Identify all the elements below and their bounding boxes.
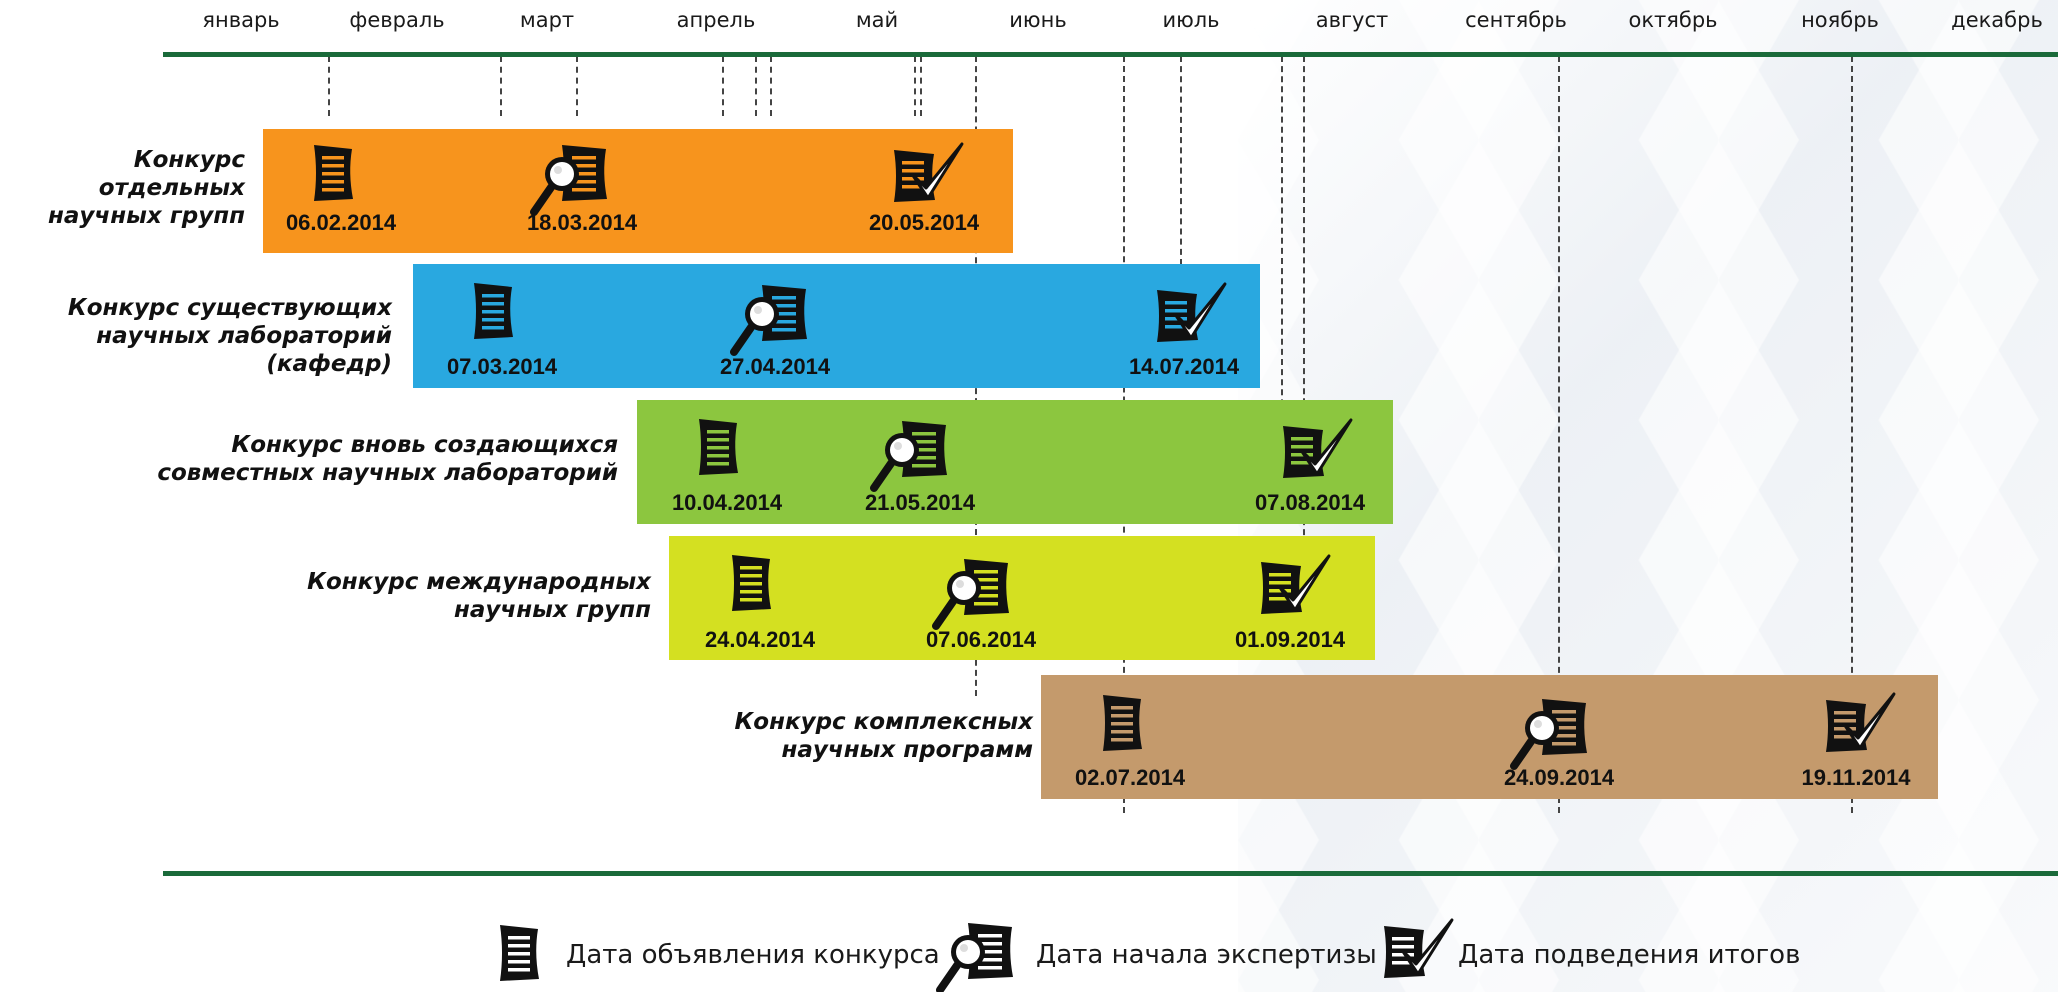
magnifier-document-icon: [730, 282, 814, 362]
competition-bar: [263, 129, 1013, 253]
competition-title: Конкурс существующих научных лабораторий…: [0, 294, 392, 378]
competition-bar: [637, 400, 1393, 524]
competition-title-line: научных групп: [454, 597, 651, 623]
guide-10-04: [722, 56, 724, 116]
competition-title-line: совместных научных лабораторий: [157, 460, 618, 486]
guide-27-04: [770, 56, 772, 116]
expertise-date: 07.06.2014: [925, 627, 1037, 652]
announce-date: 07.03.2014: [446, 354, 558, 379]
guide-18-03: [576, 56, 578, 116]
competition-title-line: Конкурс международных: [307, 569, 651, 595]
results-date: 14.07.2014: [1128, 354, 1240, 379]
timeline-top-line: [163, 52, 2058, 57]
competition-title-line: Конкурс комплексных: [734, 709, 1033, 735]
document-icon: [726, 552, 778, 618]
guide-06-02: [328, 56, 330, 116]
competition-bar: [413, 264, 1260, 388]
magnifier-document-icon: [932, 556, 1016, 636]
document-icon: [693, 416, 745, 482]
competition-title-line: научных групп: [48, 203, 245, 229]
checkmark-document-icon: [890, 140, 970, 210]
results-date: 07.08.2014: [1254, 490, 1366, 515]
expertise-date: 24.09.2014: [1503, 765, 1615, 790]
guide-07-03: [500, 56, 502, 116]
checkmark-document-icon: [1822, 690, 1902, 760]
competition-title-line: Конкурс: [133, 147, 245, 173]
competition-title: Конкурс отдельных научных групп: [48, 146, 245, 230]
results-date: 20.05.2014: [868, 210, 980, 235]
document-icon: [494, 922, 546, 988]
guide-01-09: [1303, 56, 1305, 656]
announce-date: 10.04.2014: [671, 490, 783, 515]
results-date: 01.09.2014: [1234, 627, 1346, 652]
expertise-date: 27.04.2014: [719, 354, 831, 379]
magnifier-document-icon: [1510, 696, 1594, 776]
month-label-mar: март: [519, 8, 575, 32]
month-label-jan: январь: [202, 8, 280, 32]
document-icon: [308, 142, 360, 208]
checkmark-document-icon: [1257, 552, 1337, 622]
month-label-jun: июнь: [1009, 8, 1067, 32]
document-icon: [1097, 692, 1149, 758]
month-label-dec: декабрь: [1951, 8, 2043, 32]
document-icon: [468, 280, 520, 346]
expertise-date: 18.03.2014: [526, 210, 638, 235]
competition-bar: [669, 536, 1375, 660]
magnifier-document-icon: [870, 418, 954, 498]
magnifier-document-icon: [936, 920, 1020, 996]
competition-title-line: научных программ: [781, 737, 1033, 763]
expertise-date: 21.05.2014: [864, 490, 976, 515]
guide-19-11: [1851, 56, 1853, 813]
competition-title: Конкурс комплексных научных программ: [734, 708, 1033, 764]
month-label-aug: август: [1315, 8, 1389, 32]
month-label-sep: сентябрь: [1465, 8, 1567, 32]
legend-expertise-label: Дата начала экспертизы: [1036, 940, 1377, 970]
month-label-apr: апрель: [676, 8, 756, 32]
guide-24-04: [755, 56, 757, 116]
competition-title-line: Конкурс вновь создающихся: [231, 432, 618, 458]
competition-title-line: отдельных: [98, 175, 245, 201]
checkmark-document-icon: [1153, 280, 1233, 350]
guide-24-09: [1558, 56, 1560, 813]
magnifier-document-icon: [530, 142, 614, 222]
timeline-bottom-line: [163, 871, 2058, 876]
month-label-feb: февраль: [349, 8, 445, 32]
announce-date: 02.07.2014: [1074, 765, 1186, 790]
guide-21-05: [920, 56, 922, 116]
competition-bar: [1041, 675, 1938, 799]
checkmark-document-icon: [1380, 916, 1460, 986]
competition-title-line: Конкурс существующих: [67, 295, 392, 321]
month-label-jul: июль: [1162, 8, 1220, 32]
results-date: 19.11.2014: [1801, 765, 1911, 790]
competition-title: Конкурс международных научных групп: [307, 568, 651, 624]
month-label-oct: октябрь: [1628, 8, 1718, 32]
guide-20-05: [914, 56, 916, 116]
announce-date: 06.02.2014: [285, 210, 397, 235]
month-label-nov: ноябрь: [1801, 8, 1879, 32]
guide-14-07: [1180, 56, 1182, 336]
month-label-may: май: [855, 8, 899, 32]
competition-title-line: научных лабораторий (кафедр): [96, 323, 392, 377]
competition-title: Конкурс вновь создающихся совместных нау…: [157, 431, 618, 487]
announce-date: 24.04.2014: [704, 627, 816, 652]
legend-results-label: Дата подведения итогов: [1458, 940, 1801, 970]
checkmark-document-icon: [1279, 416, 1359, 486]
legend-announce-label: Дата объявления конкурса: [566, 940, 940, 970]
guide-07-08: [1281, 56, 1283, 466]
